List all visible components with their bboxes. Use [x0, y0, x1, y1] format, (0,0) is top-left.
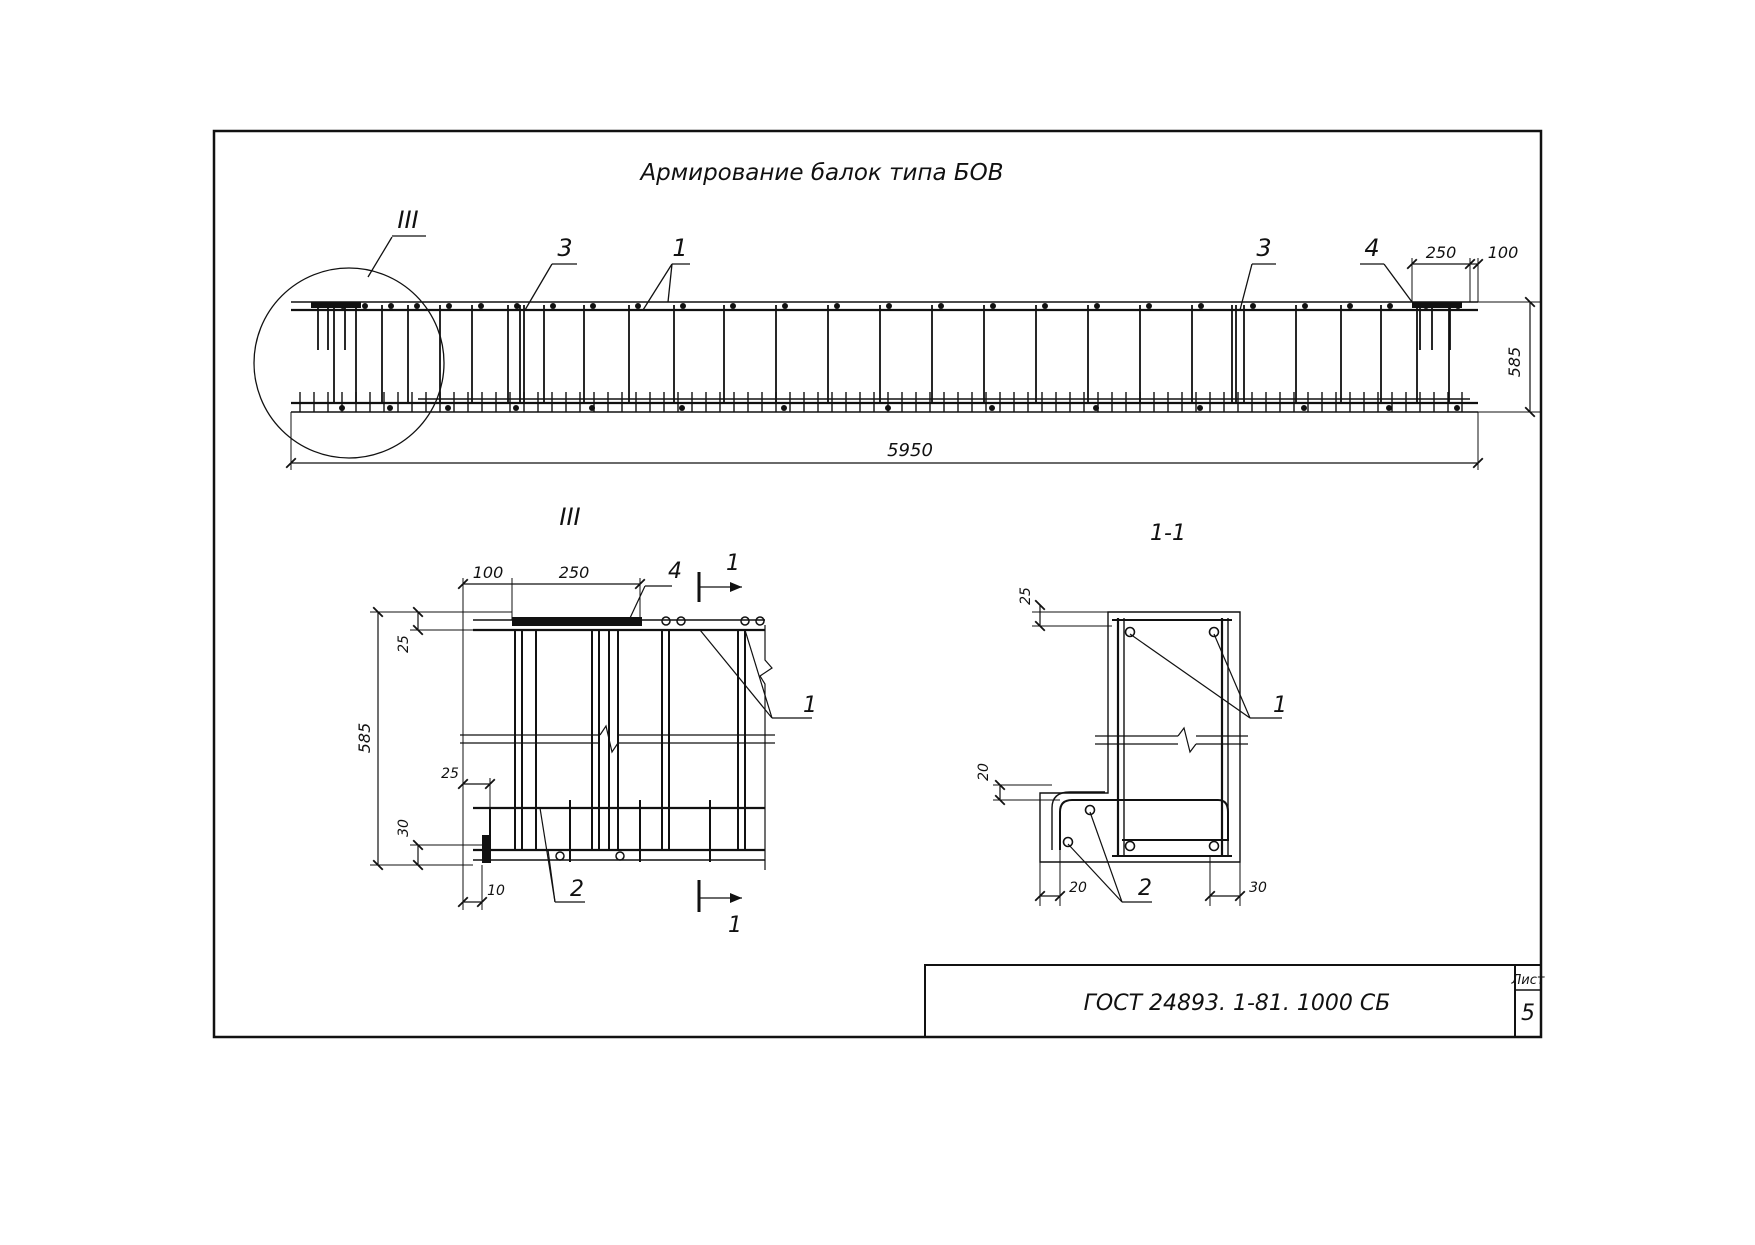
drawing-title: Армирование балок типа БОВ [638, 160, 1003, 186]
top-bar-dot [388, 303, 394, 309]
dim-detail-bottom-cover: 30 [396, 819, 412, 837]
bottom-bar-dot [1301, 405, 1307, 411]
dim-length: 5950 [887, 440, 933, 461]
dim-section-step: 20 [976, 763, 992, 781]
section-view: 1-1 25 20 2 [976, 521, 1287, 906]
top-bar-dot [550, 303, 556, 309]
top-bar-dot [1198, 303, 1204, 309]
dim-detail-offset: 100 [473, 563, 504, 582]
bottom-bar-dot [1093, 405, 1099, 411]
leader-label-stirrup-left: 3 [557, 234, 572, 262]
bottom-bar-dot [339, 405, 345, 411]
dim-detail-top-cover: 25 [396, 635, 412, 653]
leader-label-stirrup-right: 3 [1256, 234, 1271, 262]
top-bar-dot [414, 303, 420, 309]
top-bar-dot [1094, 303, 1100, 309]
section-mark-bottom: 1 [728, 913, 742, 938]
bottom-bar-dot [781, 405, 787, 411]
bottom-bar-dot [589, 405, 595, 411]
top-bar-dot [635, 303, 641, 309]
bottom-bar-dot [1197, 405, 1203, 411]
dim-plate-width: 250 [1426, 243, 1457, 262]
detail-view: III [355, 503, 817, 938]
dim-plate-offset: 100 [1488, 243, 1519, 262]
bar-dots [339, 303, 1461, 411]
dim-section-bottom-left: 20 [1069, 880, 1087, 896]
leader-label-longitudinal: 1 [672, 234, 687, 262]
detail-title: III [559, 503, 580, 531]
top-bar-dot [938, 303, 944, 309]
stirrups [333, 305, 1450, 403]
bottom-bar-dot [989, 405, 995, 411]
top-bar-dot [1146, 303, 1152, 309]
detail-plate [512, 617, 642, 626]
section-title: 1-1 [1150, 521, 1186, 546]
title-block: ГОСТ 24893. 1-81. 1000 СБ Лист 5 [924, 964, 1545, 1038]
stamp-sheet-label: Лист [1511, 973, 1545, 988]
bottom-bar-dot [1386, 405, 1392, 411]
bottom-bar-dot [445, 405, 451, 411]
dim-detail-plate: 250 [559, 563, 590, 582]
bottom-bar-dot [513, 405, 519, 411]
section-mark-top: 1 [726, 551, 740, 576]
top-bar-dot [514, 303, 520, 309]
top-bar-dot [1302, 303, 1308, 309]
main-elevation: III 3 1 3 4 [253, 206, 1540, 470]
top-bar-dot [1387, 303, 1393, 309]
bottom-bar-dot [387, 405, 393, 411]
sheet-frame [212, 129, 1543, 1039]
leader-detail-top-bars: 1 [803, 693, 817, 718]
top-bar-dot [782, 303, 788, 309]
top-bar-dot [990, 303, 996, 309]
leader-detail-plate: 4 [668, 559, 682, 584]
dim-section-top: 25 [1018, 587, 1034, 605]
stamp-sheet-number: 5 [1521, 1001, 1535, 1026]
plate-right [1412, 302, 1462, 308]
bottom-bar-dot [679, 405, 685, 411]
plate-left [311, 302, 361, 308]
top-bar-dot [1250, 303, 1256, 309]
detail-circle [253, 267, 445, 459]
top-bar-dot [680, 303, 686, 309]
top-bar-dot [1042, 303, 1048, 309]
bottom-bar-dot [885, 405, 891, 411]
top-bar-dot [362, 303, 368, 309]
dim-detail-height: 585 [355, 723, 374, 754]
top-bar-dot [590, 303, 596, 309]
top-bar-dot [730, 303, 736, 309]
leader-section-bottom-bars: 2 [1138, 876, 1152, 901]
dim-height: 585 [1505, 347, 1524, 378]
dim-detail-bar-offset: 10 [487, 883, 505, 899]
leader-label-plate: 4 [1364, 234, 1379, 262]
top-bar-dot [886, 303, 892, 309]
top-bar-dot [446, 303, 452, 309]
top-bar-dot [1347, 303, 1353, 309]
leader-detail-bottom-bars: 2 [570, 877, 584, 902]
top-bar-dot [478, 303, 484, 309]
detail-callout-label: III [397, 206, 418, 234]
top-bar-dot [834, 303, 840, 309]
bottom-bar-dot [1454, 405, 1460, 411]
dim-section-bottom-right: 30 [1249, 880, 1267, 896]
leader-section-top-bars: 1 [1273, 693, 1287, 718]
stamp-code: ГОСТ 24893. 1-81. 1000 СБ [1084, 991, 1391, 1016]
dim-detail-side-cover: 25 [441, 766, 459, 782]
